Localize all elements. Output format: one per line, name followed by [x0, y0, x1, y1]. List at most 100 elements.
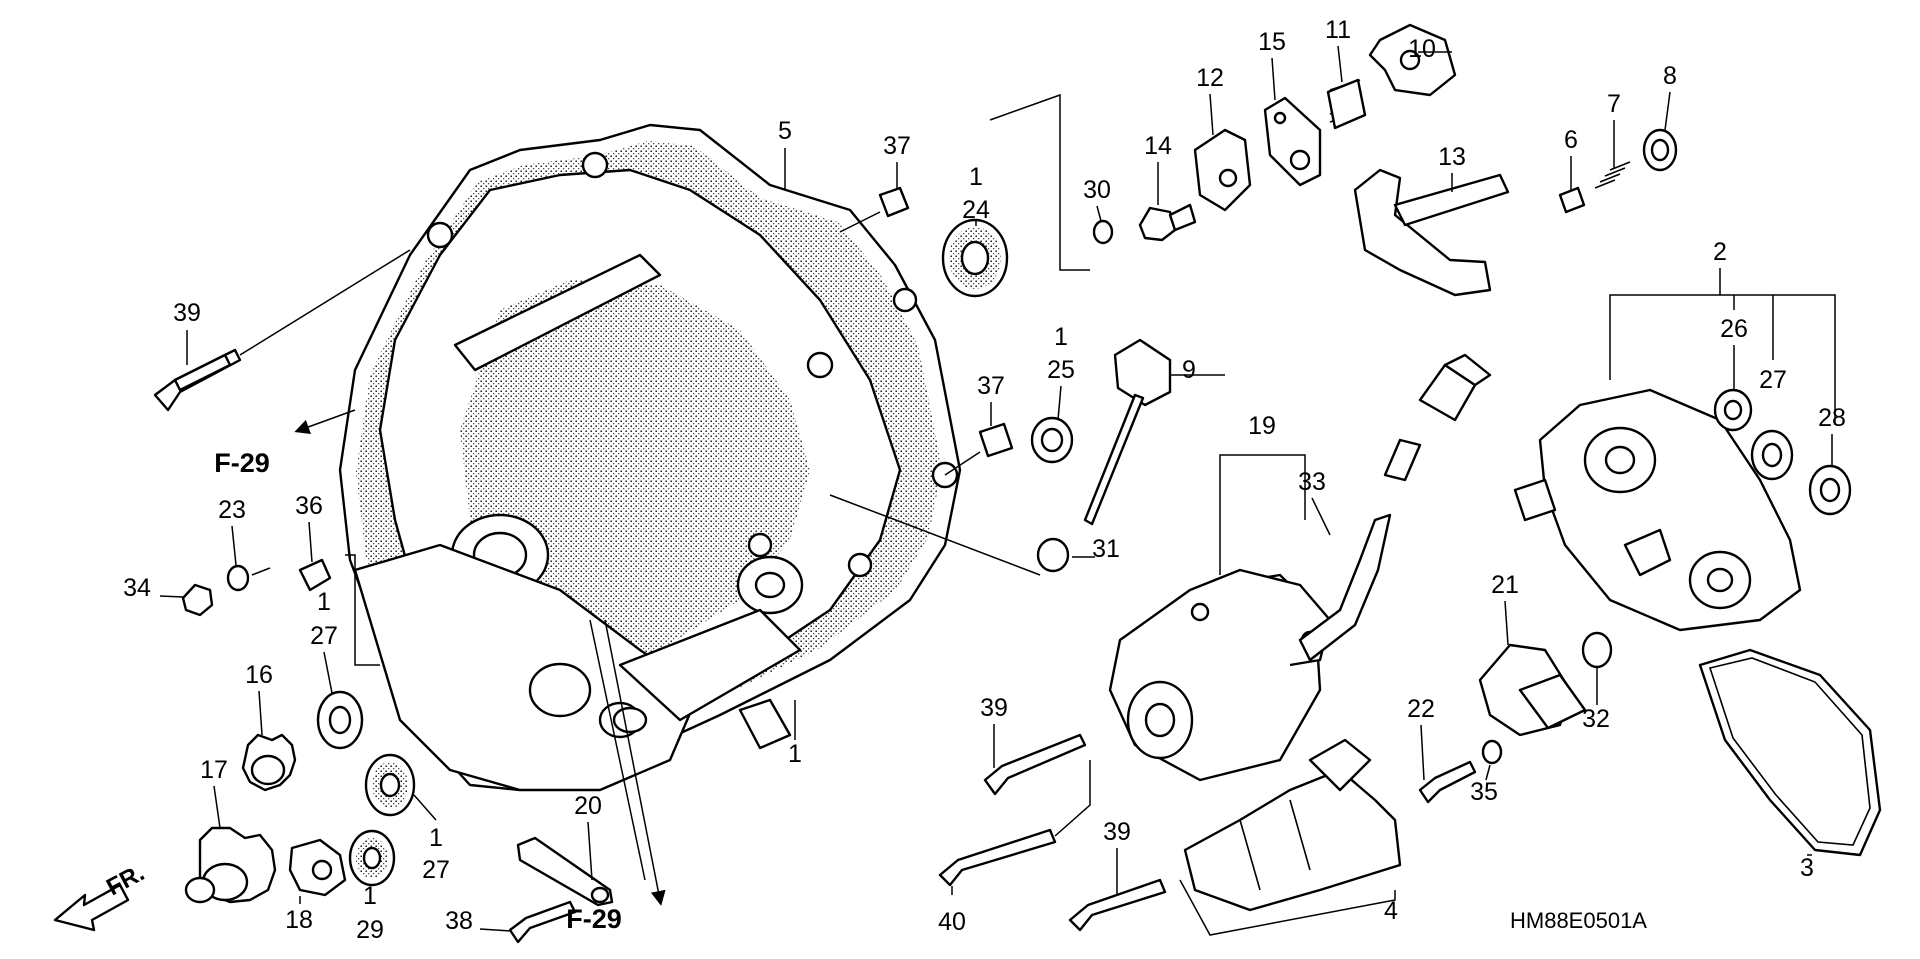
bolt-39-motor — [983, 724, 1087, 796]
callout-34: 34 — [123, 574, 151, 602]
diagram-code: HM88E0501A — [1510, 908, 1647, 933]
callout-13: 13 — [1438, 143, 1466, 171]
plate-12 — [1193, 93, 1252, 212]
callout-15: 15 — [1258, 28, 1286, 56]
reference-labels: F-29F-29 — [214, 448, 622, 934]
callout-23: 23 — [218, 496, 246, 524]
callout-1: 1 — [788, 740, 802, 768]
dowel-pin-36 — [298, 521, 380, 666]
oil-dipstick-9 — [1083, 338, 1225, 526]
gasket-3 — [1698, 648, 1882, 857]
callout-1: 1 — [1054, 323, 1068, 351]
callout-39: 39 — [980, 694, 1008, 722]
callout-37: 37 — [883, 132, 911, 160]
callout-37: 37 — [977, 372, 1005, 400]
callout-27: 27 — [1759, 366, 1787, 394]
drum-center-10 — [1368, 23, 1457, 97]
bolt-40 — [938, 760, 1091, 895]
gear-17 — [184, 785, 277, 904]
cover-lower-boss — [618, 608, 802, 722]
sensor-21 — [1478, 600, 1587, 737]
callout-10: 10 — [1408, 35, 1436, 63]
callout-9: 9 — [1182, 356, 1196, 384]
front-direction-arrow: FR. — [53, 859, 149, 932]
callout-1: 1 — [969, 163, 983, 191]
callout-6: 6 — [1564, 126, 1578, 154]
cover-face-dots — [460, 280, 810, 670]
leader-f29-lower — [604, 619, 666, 906]
callout-7: 7 — [1607, 90, 1621, 118]
callout-12: 12 — [1196, 64, 1224, 92]
bearing-25 — [1030, 385, 1074, 464]
oil-pump-2 — [1513, 388, 1802, 632]
callout-22: 22 — [1407, 695, 1435, 723]
bearing-29 — [348, 829, 396, 887]
washer-23 — [226, 525, 271, 592]
nut-34 — [159, 583, 214, 617]
callout-24: 24 — [962, 196, 990, 224]
o-ring-32 — [1581, 631, 1613, 705]
rear-crankcase-cover — [338, 123, 962, 792]
stopper-plate-15 — [1263, 57, 1322, 187]
dowel-pin-37-lower — [944, 402, 1014, 476]
group-bracket-shift — [989, 93, 1090, 271]
callout-16: 16 — [245, 661, 273, 689]
bearing-26 — [1713, 345, 1753, 432]
gear-16 — [241, 690, 297, 792]
callout-40: 40 — [938, 908, 966, 936]
plug-6 — [1558, 156, 1586, 214]
callout-36: 36 — [295, 492, 323, 520]
leader-f29-upper — [294, 409, 356, 434]
callout-31: 31 — [1092, 535, 1120, 563]
cam-18 — [288, 838, 347, 904]
bearing-28 — [1808, 434, 1852, 516]
plate-20 — [516, 821, 614, 907]
ref-f29: F-29 — [566, 904, 622, 934]
washer-35 — [1481, 739, 1503, 781]
callout-14: 14 — [1144, 132, 1172, 160]
group-bracket-2 — [1609, 294, 1836, 425]
shift-motor-19 — [1108, 568, 1332, 782]
callout-11: 11 — [1325, 16, 1351, 44]
breather-hose-33 — [1298, 353, 1492, 662]
callout-39: 39 — [173, 299, 201, 327]
callout-28: 28 — [1818, 404, 1846, 432]
o-ring-31 — [829, 494, 1095, 576]
callout-2: 2 — [1713, 238, 1727, 266]
group-bracket-19 — [1219, 454, 1306, 575]
bearing-27-lower — [364, 753, 437, 821]
spring-7 — [1594, 120, 1631, 189]
callout-1: 1 — [429, 824, 443, 852]
callout-38: 38 — [445, 907, 473, 935]
callout-33: 33 — [1298, 468, 1326, 496]
shift-shaft-13 — [1353, 168, 1510, 297]
callout-35: 35 — [1470, 778, 1498, 806]
callout-3: 3 — [1800, 854, 1814, 882]
callout-17: 17 — [200, 756, 228, 784]
ref-f29: F-29 — [214, 448, 270, 478]
bearing-24 — [941, 218, 1009, 298]
dowel-pin-37-upper — [839, 162, 910, 233]
callout-18: 18 — [285, 906, 313, 934]
plug-8 — [1642, 91, 1678, 172]
callout-8: 8 — [1663, 62, 1677, 90]
guard-4 — [1183, 738, 1402, 912]
bolt-38 — [479, 900, 577, 944]
callout-39: 39 — [1103, 818, 1131, 846]
callout-20: 20 — [574, 792, 602, 820]
bolt-14 — [1138, 162, 1197, 242]
bolt-22 — [1418, 724, 1477, 804]
callout-27: 27 — [310, 622, 338, 650]
cover-rib-top — [453, 253, 662, 372]
callout-4: 4 — [1384, 897, 1398, 925]
callout-27: 27 — [422, 856, 450, 884]
callout-5: 5 — [778, 117, 792, 145]
callout-1: 1 — [363, 882, 377, 910]
callout-29: 29 — [356, 916, 384, 944]
callout-1: 1 — [317, 588, 331, 616]
callout-30: 30 — [1083, 176, 1111, 204]
callout-21: 21 — [1491, 571, 1519, 599]
group-bracket-4 — [1179, 879, 1396, 936]
callout-32: 32 — [1582, 705, 1610, 733]
